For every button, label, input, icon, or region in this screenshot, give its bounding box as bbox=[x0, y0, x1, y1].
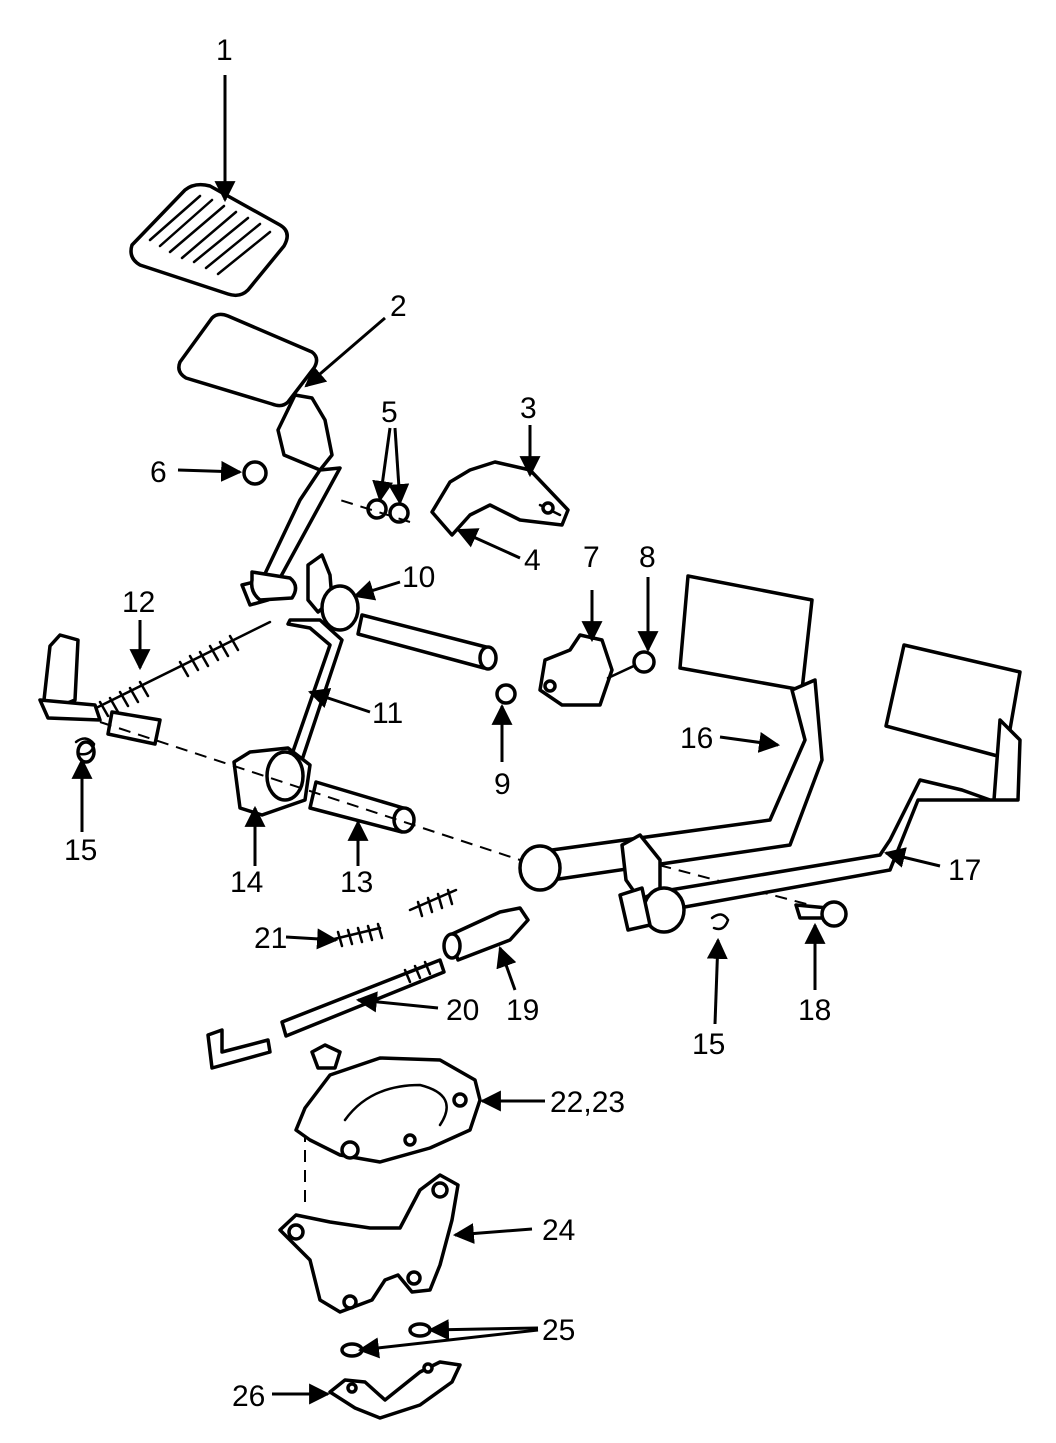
callout-20: 20 bbox=[446, 994, 479, 1027]
brake-pedal-16 bbox=[518, 574, 824, 892]
callout-25: 25 bbox=[542, 1314, 575, 1347]
nut-6 bbox=[242, 460, 268, 486]
left-bracket bbox=[38, 633, 162, 764]
axis-line bbox=[99, 721, 521, 861]
bracket-3-4 bbox=[430, 460, 570, 537]
callout-2: 2 bbox=[390, 290, 407, 323]
callout-5: 5 bbox=[381, 396, 398, 429]
pedal-17 bbox=[618, 643, 1022, 934]
washers-25 bbox=[340, 1322, 432, 1358]
callout-17: 17 bbox=[948, 854, 981, 887]
callout-7: 7 bbox=[583, 541, 600, 574]
shaft-10a bbox=[356, 613, 498, 671]
callout-12: 12 bbox=[122, 586, 155, 619]
callout-13: 13 bbox=[340, 866, 373, 899]
callout-labels: 1 2 3 4 5 6 7 8 9 10 11 12 13 14 15 15 1… bbox=[64, 34, 981, 1413]
callout-8: 8 bbox=[639, 541, 656, 574]
bracket-assembly-22-23 bbox=[294, 1043, 482, 1164]
callout-4: 4 bbox=[524, 544, 541, 577]
callout-22-23: 22,23 bbox=[550, 1086, 625, 1119]
callout-19: 19 bbox=[506, 994, 539, 1027]
callout-26: 26 bbox=[232, 1380, 265, 1413]
clevis-19 bbox=[442, 906, 530, 962]
shaft-13 bbox=[308, 780, 416, 834]
base-plate-26 bbox=[328, 1360, 462, 1420]
callout-24: 24 bbox=[542, 1214, 575, 1247]
callout-14: 14 bbox=[230, 866, 263, 899]
leader-lines bbox=[71, 75, 941, 1405]
callout-11: 11 bbox=[372, 697, 403, 730]
callout-6: 6 bbox=[150, 456, 167, 489]
clamp-7-8-9 bbox=[495, 633, 656, 707]
clip-15-right bbox=[710, 913, 730, 931]
springs-21 bbox=[328, 888, 458, 948]
bracket-24 bbox=[278, 1173, 460, 1314]
callout-9: 9 bbox=[494, 768, 511, 801]
clutch-pedal-arm-2 bbox=[177, 312, 342, 607]
pedal-pad-1 bbox=[129, 182, 289, 298]
axis-line-2 bbox=[339, 499, 411, 523]
callout-1: 1 bbox=[216, 34, 233, 67]
callout-3: 3 bbox=[520, 392, 537, 425]
pin-18 bbox=[794, 900, 848, 928]
callout-15-left: 15 bbox=[64, 834, 97, 867]
callout-16: 16 bbox=[680, 722, 713, 755]
callout-21: 21 bbox=[254, 922, 287, 955]
callout-10: 10 bbox=[402, 561, 435, 594]
callout-18: 18 bbox=[798, 994, 831, 1027]
spring-12 bbox=[90, 620, 272, 718]
callout-15-right: 15 bbox=[692, 1028, 725, 1061]
bracket-14 bbox=[232, 746, 312, 817]
lever-10 bbox=[306, 553, 360, 632]
clip-15-left bbox=[74, 737, 96, 756]
